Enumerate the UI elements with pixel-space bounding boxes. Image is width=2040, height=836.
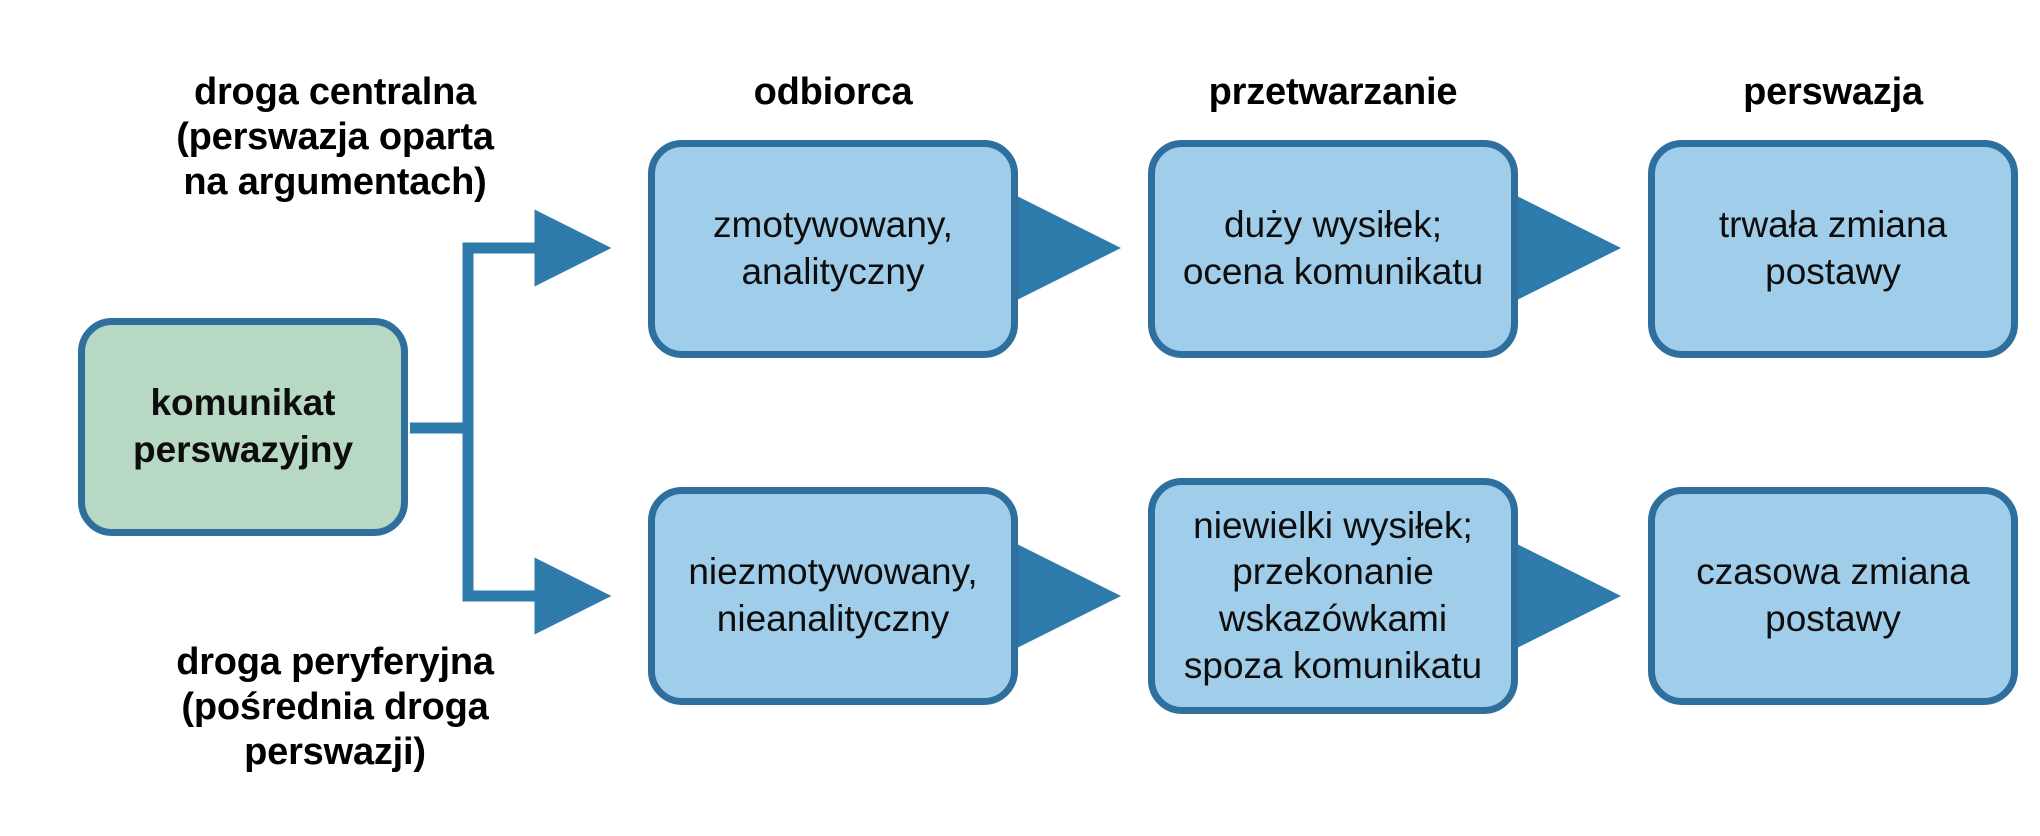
column-header-persuasion: perswazja <box>1743 71 1923 113</box>
node-receiver-motivated[interactable]: zmotywowany, analityczny <box>648 140 1018 358</box>
node-outcome-lasting-change[interactable]: trwała zmiana postawy <box>1648 140 2018 358</box>
node-processing-low-effort[interactable]: niewielki wysiłek; przekonanie wskazówka… <box>1148 478 1518 714</box>
column-header-central-route: droga centralna (perswazja oparta na arg… <box>176 71 494 203</box>
side-label-peripheral-route: droga peryferyjna (pośrednia droga persw… <box>176 641 494 773</box>
split-to-peripheral <box>462 428 612 635</box>
node-persuasive-message[interactable]: komunikat perswazyjny <box>78 318 408 536</box>
column-header-receiver: odbiorca <box>753 71 913 113</box>
node-processing-high-effort[interactable]: duży wysiłek; ocena komunikatu <box>1148 140 1518 358</box>
column-header-processing: przetwarzanie <box>1208 71 1458 113</box>
node-outcome-temporary-change[interactable]: czasowa zmiana postawy <box>1648 487 2018 705</box>
split-to-central <box>410 209 612 434</box>
node-receiver-unmotivated[interactable]: niezmotywowany, nieanalityczny <box>648 487 1018 705</box>
